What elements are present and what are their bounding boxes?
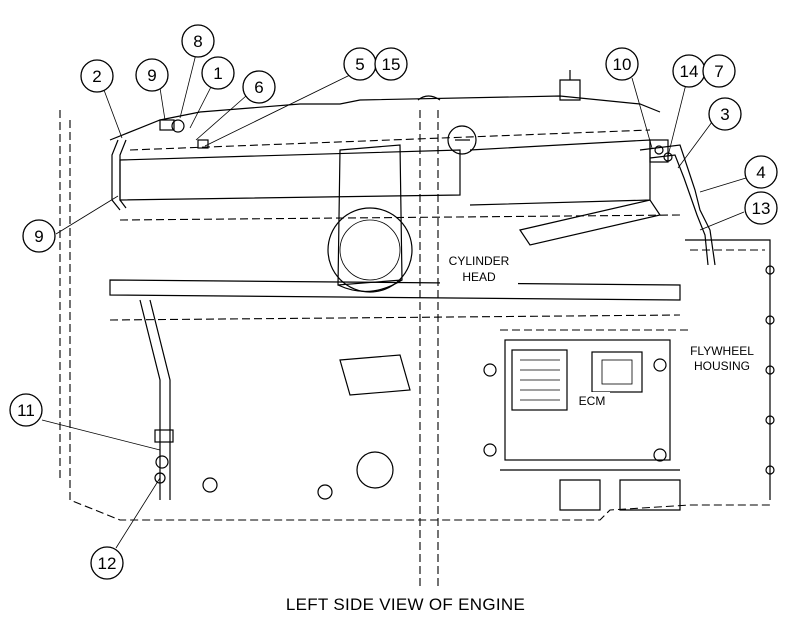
callout-10: 10 — [605, 47, 639, 81]
svg-text:9: 9 — [147, 66, 156, 85]
label-cylinder-head: CYLINDER HEAD — [440, 250, 518, 286]
engine-line-art — [59, 70, 775, 590]
svg-text:CYLINDER: CYLINDER — [449, 254, 510, 268]
svg-text:9: 9 — [34, 227, 43, 246]
callout-14: 14 — [672, 54, 706, 88]
callout-9-top: 9 — [135, 58, 169, 92]
callout-3: 3 — [708, 97, 742, 131]
svg-text:1: 1 — [213, 64, 222, 83]
svg-text:FLYWHEEL: FLYWHEEL — [690, 344, 754, 358]
svg-text:HEAD: HEAD — [462, 270, 496, 284]
leader-lines — [41, 53, 747, 549]
label-ecm: ECM — [574, 392, 610, 408]
svg-text:5: 5 — [355, 55, 364, 74]
label-flywheel-housing: FLYWHEEL HOUSING — [683, 340, 761, 376]
figure-caption: LEFT SIDE VIEW OF ENGINE — [285, 595, 526, 614]
svg-text:7: 7 — [714, 62, 723, 81]
svg-text:2: 2 — [92, 67, 101, 86]
svg-text:6: 6 — [254, 78, 263, 97]
callout-1: 1 — [201, 56, 235, 90]
svg-text:8: 8 — [193, 32, 202, 51]
svg-text:15: 15 — [382, 55, 401, 74]
callout-13: 13 — [744, 191, 778, 225]
svg-text:12: 12 — [98, 554, 117, 573]
callout-7: 7 — [702, 54, 736, 88]
svg-text:4: 4 — [756, 163, 765, 182]
callout-11: 11 — [9, 393, 43, 427]
callout-4: 4 — [744, 155, 778, 189]
svg-text:3: 3 — [720, 105, 729, 124]
callout-15: 15 — [374, 47, 408, 81]
callout-2: 2 — [80, 59, 114, 93]
callout-5: 5 — [343, 47, 377, 81]
callout-12: 12 — [90, 546, 124, 580]
svg-text:13: 13 — [752, 199, 771, 218]
callout-8: 8 — [181, 24, 215, 58]
callout-9-left: 9 — [22, 219, 56, 253]
svg-text:11: 11 — [17, 401, 35, 420]
callout-6: 6 — [242, 70, 276, 104]
svg-text:ECM: ECM — [579, 394, 606, 408]
svg-text:HOUSING: HOUSING — [694, 359, 750, 373]
svg-text:14: 14 — [680, 62, 699, 81]
svg-text:10: 10 — [613, 55, 632, 74]
